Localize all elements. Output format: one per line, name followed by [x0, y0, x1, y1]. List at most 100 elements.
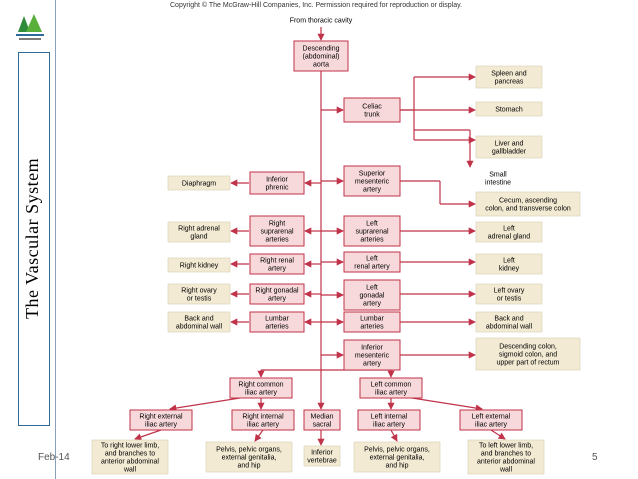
node-label: artery	[268, 266, 286, 273]
node-label: Right adrenal	[178, 226, 220, 233]
node-label: or testis	[497, 296, 522, 303]
node-label: abdominal wall	[176, 324, 223, 331]
node-label: Back and	[494, 316, 523, 323]
node-label: artery	[363, 187, 381, 194]
node-label: adrenal gland	[488, 234, 531, 241]
node-label: arteries	[360, 324, 384, 331]
connector-line	[134, 429, 162, 441]
node-label: Inferior	[311, 450, 333, 457]
node-label: iliac artery	[375, 390, 407, 397]
node-label: From thoracic cavity	[290, 18, 353, 25]
node-label: and hip	[238, 463, 261, 470]
node-label: external genitalia,	[222, 455, 277, 462]
node-label: Cecum, ascending	[499, 198, 557, 205]
node-label: gallbladder	[492, 149, 527, 156]
node-label: arteries	[265, 237, 289, 244]
footer-date: Feb-14	[38, 452, 70, 463]
node-l-lower-limb: To left lower limb,and branches toanteri…	[467, 439, 545, 475]
node-label: Right	[269, 221, 285, 228]
node-label: To left lower limb,	[479, 443, 533, 450]
node-label: iliac artery	[145, 422, 177, 429]
node-label: artery	[363, 301, 381, 308]
connector-line	[490, 429, 506, 440]
node-label: mesenteric	[355, 353, 390, 360]
node-label: Right renal	[260, 258, 294, 265]
node-label: arteries	[360, 237, 384, 244]
connector-line	[254, 429, 264, 442]
node-label: Left ovary	[494, 288, 525, 295]
node-diaphragm: Diaphragm	[167, 175, 231, 191]
node-label: renal artery	[354, 264, 390, 271]
node-label: Left	[366, 285, 378, 292]
node-label: Superior	[359, 171, 386, 178]
node-label: colon, and transverse colon	[485, 206, 571, 213]
node-label: or testis	[187, 296, 212, 303]
logo	[10, 10, 50, 44]
sidebar-divider	[55, 0, 56, 479]
node-label: Right common	[238, 382, 283, 389]
node-label: Pelvis, pelvic organs,	[364, 447, 430, 454]
node-r-lower-limb: To right lower limb,and branches toanter…	[91, 439, 169, 475]
page-number: 5	[592, 452, 598, 463]
node-label: and hip	[386, 463, 409, 470]
node-label: Left common	[371, 382, 412, 389]
node-label: Spleen and	[491, 71, 527, 78]
node-label: Left	[366, 221, 378, 228]
node-label: Right kidney	[180, 263, 219, 270]
node-label: anterior abdominal	[101, 459, 159, 466]
node-label: Liver and	[495, 141, 524, 148]
node-label: Left internal	[371, 414, 408, 421]
node-label: Inferior	[266, 177, 288, 184]
node-label: Right external	[139, 414, 183, 421]
node-label: sacral	[313, 422, 332, 429]
node-label: external genitalia,	[370, 455, 425, 462]
node-label: wall	[123, 467, 137, 474]
node-label: iliac artery	[475, 422, 507, 429]
node-label: Descending colon,	[499, 344, 557, 351]
connector-line	[169, 397, 241, 412]
node-label: iliac artery	[373, 422, 405, 429]
node-label: iliac artery	[245, 390, 277, 397]
node-label: kidney	[499, 266, 520, 273]
node-label: upper part of rectum	[496, 360, 559, 367]
node-label: Lumbar	[360, 316, 384, 323]
node-label: trunk	[364, 112, 380, 119]
node-desc-colon: Descending colon,sigmoid colon, andupper…	[475, 337, 581, 371]
node-label: Left external	[472, 414, 511, 421]
node-label: abdominal wall	[486, 324, 533, 331]
node-label: Left	[366, 256, 378, 263]
node-label: intestine	[485, 180, 511, 187]
node-label: wall	[499, 467, 513, 474]
node-r-kidney: Right kidney	[167, 257, 231, 273]
node-label: Left	[503, 258, 515, 265]
node-label: (abdominal)	[303, 54, 340, 61]
copyright-notice: Copyright © The McGraw-Hill Companies, I…	[170, 2, 463, 9]
node-label: Small	[489, 172, 507, 179]
node-label: anterior abdominal	[477, 459, 535, 466]
